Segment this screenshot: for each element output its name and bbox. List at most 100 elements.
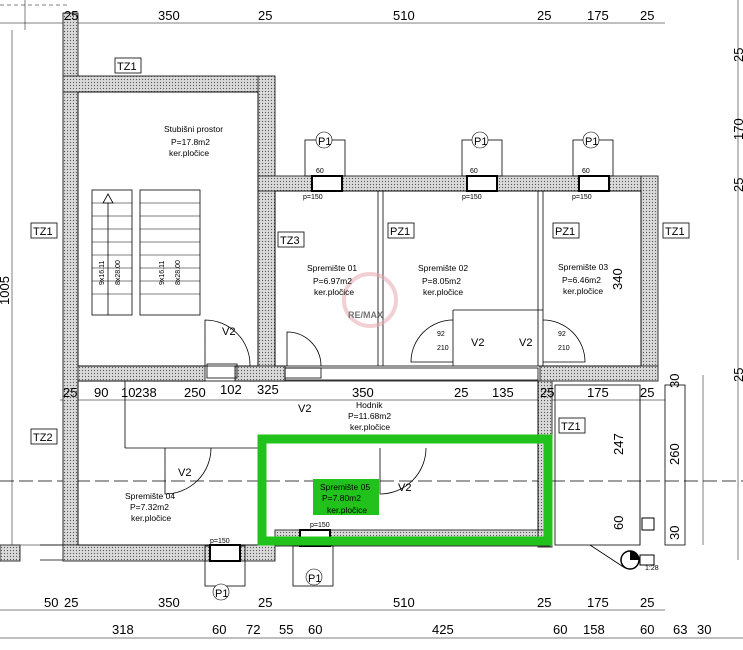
opening-dim: p=150 — [572, 194, 592, 201]
dim-label: 25 — [454, 385, 468, 400]
opening-dim: 60 — [316, 168, 324, 175]
opening-dim: p=150 — [462, 194, 482, 201]
opening-dim: 92 — [437, 331, 445, 338]
stair-label: 9x16.11 — [99, 261, 106, 285]
room-area: P=7.80m2 — [322, 493, 361, 503]
wall-tag: TZ2 — [33, 432, 53, 444]
stair-label: 8x28.00 — [115, 260, 122, 285]
room-name: Spremište 02 — [418, 263, 468, 273]
dim-label: 510 — [393, 8, 415, 23]
dim-label: 25 — [731, 368, 743, 382]
doors — [164, 319, 586, 495]
opening-dim: p=150 — [303, 194, 323, 201]
dim-label: 135 — [492, 385, 514, 400]
dim-label: 72 — [246, 622, 260, 637]
room-name: Spremište 03 — [558, 262, 608, 272]
dim-label: 260 — [667, 443, 682, 465]
room-labels: Stubišni prostor P=17.8m2 ker.pločice Sp… — [125, 124, 608, 523]
dim-label: 250 — [184, 385, 206, 400]
opening-dim: 60 — [582, 168, 590, 175]
opening-dim: 210 — [437, 345, 449, 352]
dim-label: 350 — [158, 8, 180, 23]
bottom-dimensions-2: 318 60 72 55 60 425 60 158 60 63 30 — [112, 622, 711, 637]
watermark: RE/MAX — [342, 272, 398, 328]
dim-label: 25 — [640, 385, 654, 400]
window-tag: P1 — [318, 136, 331, 148]
staircase: 9x16.11 8x28.00 9x16.11 8x28.00 — [91, 189, 201, 316]
window-tag: P1 — [308, 573, 321, 585]
stair-label: 8x28.00 — [175, 260, 182, 285]
dim-label: 25 — [537, 8, 551, 23]
highlighted-room — [257, 434, 553, 546]
door-tags: V2 V2 V2 V2 V2 V2 — [178, 326, 532, 494]
wall-tag: PZ1 — [555, 226, 575, 238]
room-name: Spremište 05 — [320, 482, 370, 492]
window-tag: P1 — [474, 136, 487, 148]
dim-label: 238 — [135, 385, 157, 400]
door-tag: V2 — [398, 482, 411, 494]
opening-dim: 210 — [558, 345, 570, 352]
window-tag: P1 — [215, 588, 228, 600]
dim-label: 60 — [553, 622, 567, 637]
dim-label: 25 — [540, 385, 554, 400]
dim-label: 25 — [64, 595, 78, 610]
dim-label: 175 — [587, 8, 609, 23]
dim-label: 30 — [667, 374, 682, 388]
dim-label: 60 — [640, 622, 654, 637]
room-floor: ker.pločice — [314, 287, 354, 297]
room-floor: ker.pločice — [423, 287, 463, 297]
dim-label: 60 — [611, 516, 626, 530]
door-tag: V2 — [298, 403, 311, 415]
door-tag: V2 — [222, 326, 235, 338]
dim-label: 63 — [673, 622, 687, 637]
dim-label: 60 — [308, 622, 322, 637]
dim-label: 350 — [158, 595, 180, 610]
dim-label: 25 — [258, 8, 272, 23]
room-name: Spremište 01 — [307, 263, 357, 273]
walls — [0, 12, 659, 562]
dim-label: 318 — [112, 622, 134, 637]
room-name: Spremište 04 — [125, 491, 175, 501]
dim-label: 55 — [279, 622, 293, 637]
opening-dim: p=150 — [310, 522, 330, 529]
room-area: P=17.8m2 — [171, 137, 210, 147]
wall-tag: TZ1 — [117, 61, 137, 73]
top-dimensions: 25 350 25 510 25 175 25 — [64, 8, 654, 23]
opening-dim: 92 — [558, 331, 566, 338]
section-mark-label: 1:28 — [645, 565, 659, 572]
room-floor: ker.pločice — [563, 286, 603, 296]
dim-label: 25 — [258, 595, 272, 610]
window-tag: P1 — [585, 136, 598, 148]
stair-label: 9x16.11 — [159, 261, 166, 285]
dim-label: 30 — [667, 526, 682, 540]
wall-tag: TZ3 — [280, 235, 300, 247]
room-floor: ker.pločice — [327, 505, 367, 515]
wall-tag: TZ1 — [33, 226, 53, 238]
dim-label: 350 — [352, 385, 374, 400]
dim-label: 325 — [257, 382, 279, 397]
dim-label: 510 — [393, 595, 415, 610]
opening-dims: 92 210 92 210 p=150 p=150 p=150 p=150 p=… — [210, 168, 592, 545]
room-floor: ker.pločice — [169, 148, 209, 158]
watermark-text: RE/MAX — [348, 310, 383, 320]
room-floor: ker.pločice — [131, 513, 171, 523]
dim-label: 170 — [731, 118, 743, 140]
room-area: P=8.05m2 — [422, 276, 461, 286]
room-name: Hodnik — [356, 400, 383, 410]
wall-tag: PZ1 — [390, 226, 410, 238]
room-area: P=6.46m2 — [562, 275, 601, 285]
wall-tags: TZ1 TZ1 TZ2 TZ3 PZ1 PZ1 TZ1 TZ1 — [30, 57, 690, 445]
opening-dim: p=150 — [210, 538, 230, 545]
dim-label: 60 — [212, 622, 226, 637]
bottom-dimensions-1: 50 25 350 25 510 25 175 25 — [44, 595, 654, 610]
dim-label: 1005 — [0, 276, 12, 305]
wall-tag: TZ1 — [561, 421, 581, 433]
dim-label: 25 — [640, 595, 654, 610]
dim-label: 50 — [44, 595, 58, 610]
door-tag: V2 — [519, 337, 532, 349]
dim-label: 25 — [731, 48, 743, 62]
dim-label: 25 — [537, 595, 551, 610]
room-area: P=7.32m2 — [130, 502, 169, 512]
dim-label: 90 — [94, 385, 108, 400]
